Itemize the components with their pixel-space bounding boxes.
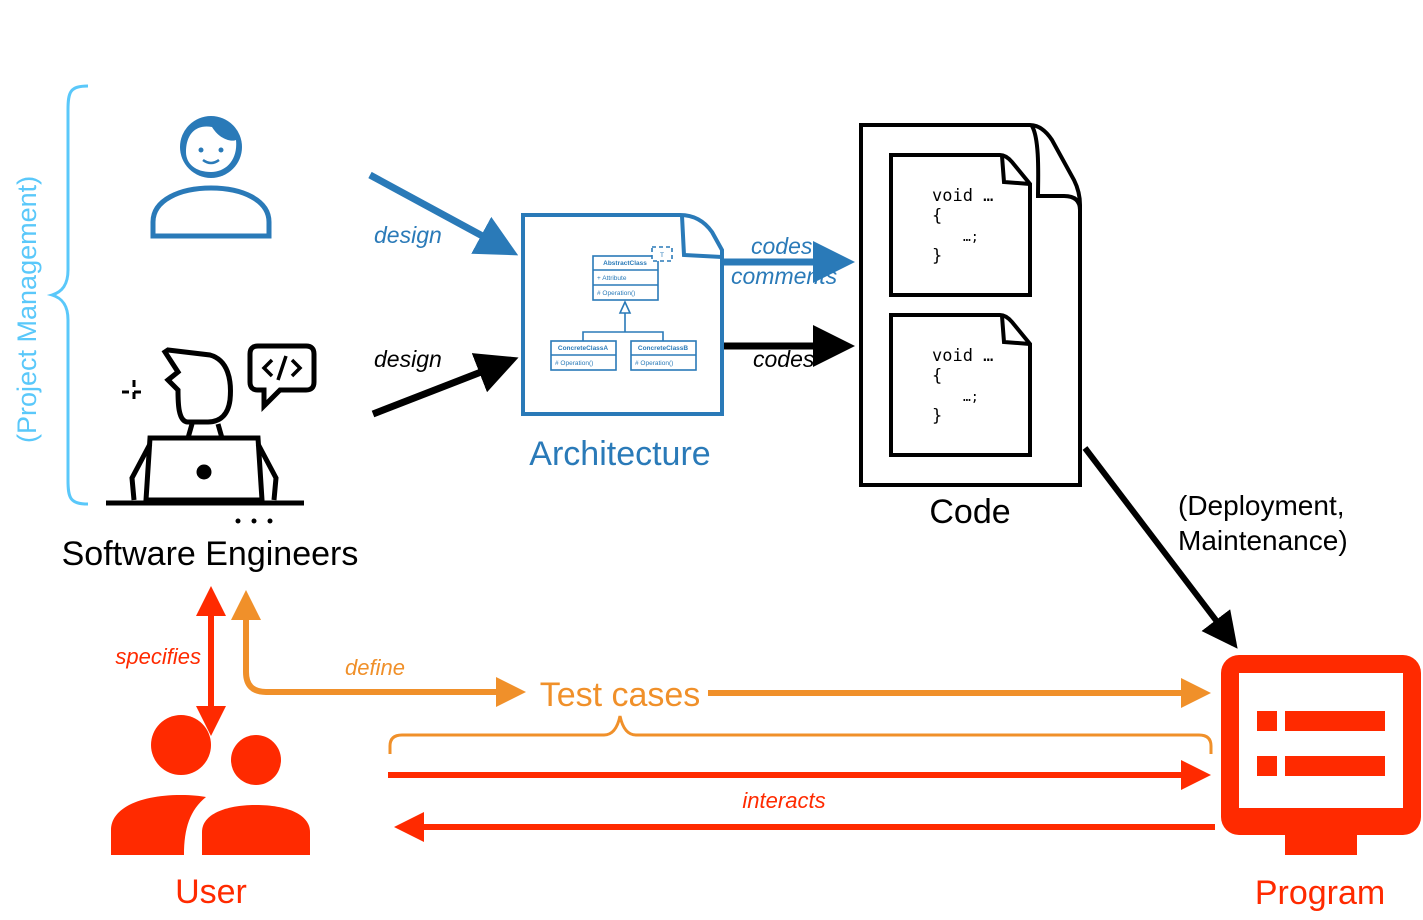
- code-line: {: [932, 206, 942, 226]
- design-label-blue: design: [374, 222, 442, 248]
- architecture-label: Architecture: [529, 435, 710, 473]
- dots-icon: [235, 518, 273, 524]
- code-line: {: [932, 366, 942, 386]
- test-cases-label: Test cases: [540, 676, 701, 714]
- code-line: …;: [963, 390, 979, 405]
- code-speech-bubble-icon: [247, 343, 317, 413]
- uml-attribute: + Attribute: [597, 275, 627, 282]
- interacts-label: interacts: [742, 788, 825, 813]
- users-icon: [111, 715, 310, 855]
- code-line: …;: [963, 230, 979, 245]
- code-line: void …: [932, 186, 993, 206]
- uml-class-b-op: # Operation(): [635, 360, 673, 367]
- code-line: }: [932, 406, 942, 426]
- define-arrow: [231, 590, 526, 707]
- uml-class-a: ConcreteClassA: [558, 345, 609, 352]
- codes-label: codes: [753, 346, 815, 372]
- developer-laptop-icon: [106, 347, 304, 506]
- specifies-label: specifies: [115, 644, 201, 669]
- test-cases-brace: [388, 715, 1213, 754]
- uml-template: T: [660, 252, 664, 259]
- design-label-black: design: [374, 346, 442, 372]
- user-label: User: [175, 873, 247, 911]
- person-icon: [150, 116, 272, 239]
- design-arrow-blue: [368, 171, 519, 256]
- code-line: }: [932, 246, 942, 266]
- project-brace: [46, 84, 89, 506]
- codes-comments-label-1: codes,: [751, 233, 819, 259]
- deployment-label: (Deployment,: [1178, 490, 1345, 521]
- uml-class-b: ConcreteClassB: [638, 345, 689, 352]
- code-document-icon: [859, 123, 1082, 487]
- program-label: Program: [1255, 874, 1385, 912]
- deployment-arrow: [1082, 446, 1238, 649]
- code-label: Code: [929, 493, 1010, 531]
- uml-operation: # Operation(): [597, 290, 635, 297]
- maintenance-label: Maintenance): [1178, 525, 1348, 556]
- software-engineers-label: Software Engineers: [62, 535, 359, 573]
- architecture-document-icon: AbstractClass T + Attribute # Operation(…: [521, 213, 724, 416]
- monitor-list-icon: [1221, 655, 1421, 855]
- codes-comments-label-2: comments: [731, 263, 838, 289]
- uml-class-a-op: # Operation(): [555, 360, 593, 367]
- design-arrow-black: [371, 353, 519, 418]
- project-management-label: (Project Management): [12, 176, 42, 443]
- define-label: define: [345, 655, 405, 680]
- uml-abstract-class: AbstractClass: [603, 260, 647, 267]
- code-line: void …: [932, 346, 993, 366]
